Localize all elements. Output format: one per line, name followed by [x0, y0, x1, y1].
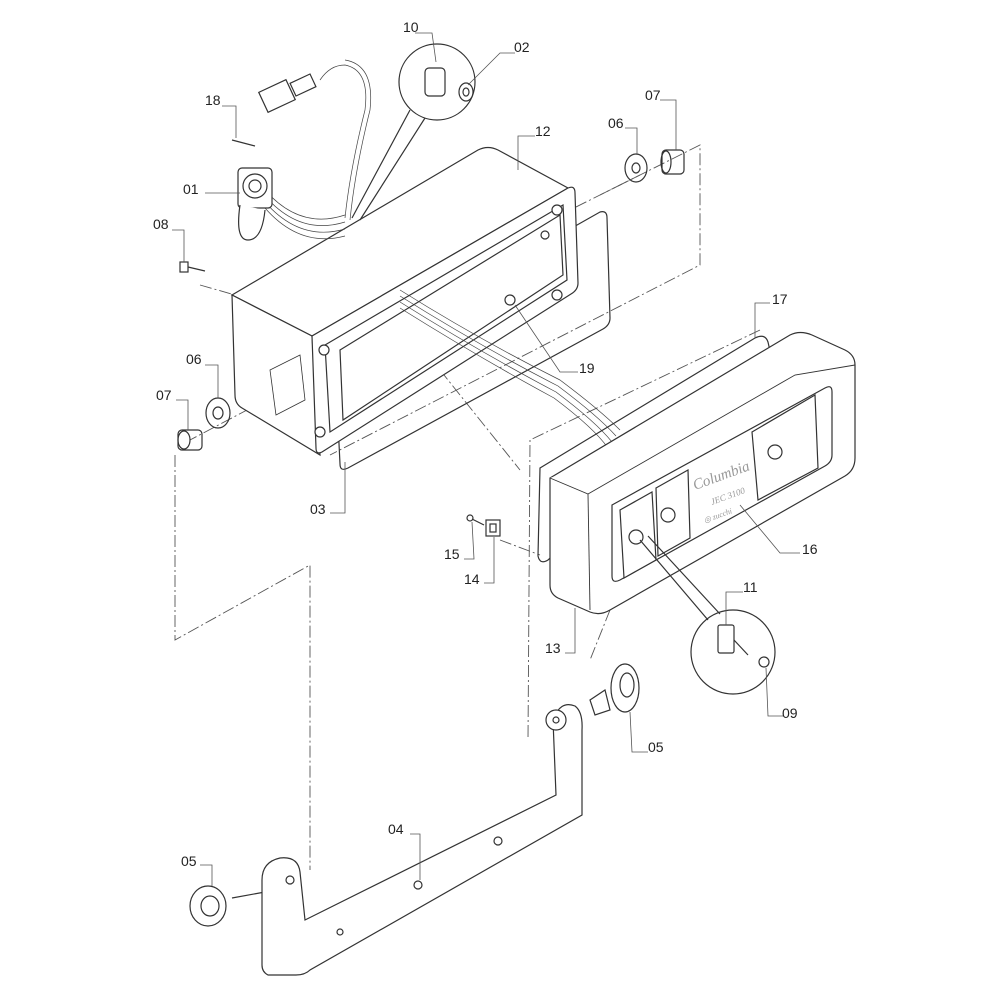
label-18: 18: [205, 92, 221, 108]
label-04: 04: [388, 821, 404, 837]
label-05-left: 05: [181, 853, 197, 869]
label-09: 09: [782, 705, 798, 721]
spacer-06-left: [205, 397, 231, 429]
label-07-right: 07: [645, 87, 661, 103]
connector-plug: [231, 73, 317, 147]
spacer-06-right: [624, 153, 648, 183]
nut-19: [504, 294, 516, 306]
label-07-left: 07: [156, 387, 172, 403]
label-06-left: 06: [186, 351, 202, 367]
detail-magnifier-cable-gland: [351, 43, 476, 221]
label-11: 11: [743, 579, 758, 595]
control-panel-16: Columbia JEC 3100 ◎ zucchi: [549, 331, 856, 615]
clip-14: [485, 519, 501, 537]
bushing-07-left: [177, 429, 203, 451]
label-05-right: 05: [648, 739, 664, 755]
label-16: 16: [802, 541, 818, 557]
mounting-bracket-04: [261, 704, 583, 976]
label-13: 13: [545, 640, 561, 656]
leader-lines: [172, 32, 800, 886]
bushing-07-right: [660, 149, 685, 175]
label-08: 08: [153, 216, 169, 232]
label-01: 01: [183, 181, 199, 197]
screw-15: [466, 514, 485, 526]
assembly-axis-lines: [174, 144, 761, 870]
screw-08: [179, 261, 206, 273]
label-06-right: 06: [608, 115, 624, 131]
label-10: 10: [403, 19, 419, 35]
gasket-03: [334, 211, 611, 470]
knob-05-right: [589, 663, 640, 716]
label-17: 17: [772, 291, 788, 307]
housing-12: [230, 146, 579, 457]
label-14: 14: [464, 571, 480, 587]
label-03: 03: [310, 501, 326, 517]
socket-01: [237, 167, 273, 241]
label-12: 12: [535, 123, 551, 139]
knob-05-left: [189, 885, 266, 927]
label-19: 19: [579, 360, 595, 376]
label-02: 02: [514, 39, 530, 55]
wire-harness: [264, 59, 621, 449]
detail-magnifier-toggle-switch: [639, 535, 776, 695]
label-15: 15: [444, 546, 460, 562]
